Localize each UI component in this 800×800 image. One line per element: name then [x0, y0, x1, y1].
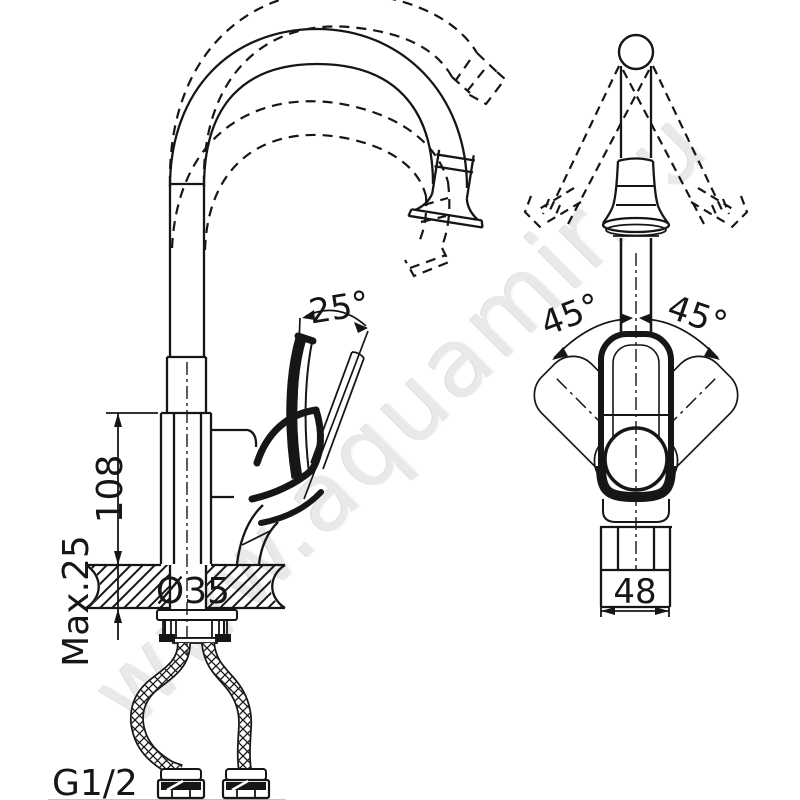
- aerator-front: [601, 157, 671, 336]
- handle-lever-tilted-ghost: [310, 351, 365, 470]
- angle-45-left-label: 45°: [535, 286, 606, 345]
- dim-48-label: 48: [613, 572, 656, 612]
- spout-aerator-tip: [407, 149, 484, 229]
- dimension-108-max25: [106, 412, 158, 640]
- dim-thread-label: G1/2: [52, 763, 138, 800]
- spout-raised-dashed: [168, 0, 507, 187]
- angle-arc-45-right: [639, 313, 720, 360]
- spout-lowered-dashed: [170, 100, 451, 278]
- spout-solid: [168, 27, 484, 229]
- spout-swivel-dashed: [523, 65, 749, 229]
- dimension-48: [600, 607, 670, 617]
- dim-108-label: 108: [90, 455, 131, 524]
- hose-fitting-left: [156, 768, 206, 800]
- mounting-hardware: [156, 609, 238, 644]
- dim-max25-label: Max.25: [56, 535, 97, 667]
- front-view: 45° 45°: [523, 33, 749, 617]
- angle-fan-25: [293, 309, 369, 500]
- dim-hole-diameter-label: Ø35: [156, 571, 230, 612]
- countertop-section: [85, 563, 286, 610]
- faucet-body: [159, 182, 279, 565]
- side-view: 25°: [48, 0, 507, 800]
- handle-housing: [248, 406, 324, 526]
- supply-hoses: [129, 641, 253, 778]
- angle-45-right-label: 45°: [662, 287, 732, 344]
- angle-25-label: 25°: [306, 284, 372, 333]
- angle-arc-45-left: [552, 313, 633, 360]
- hose-fitting-right: [221, 768, 271, 800]
